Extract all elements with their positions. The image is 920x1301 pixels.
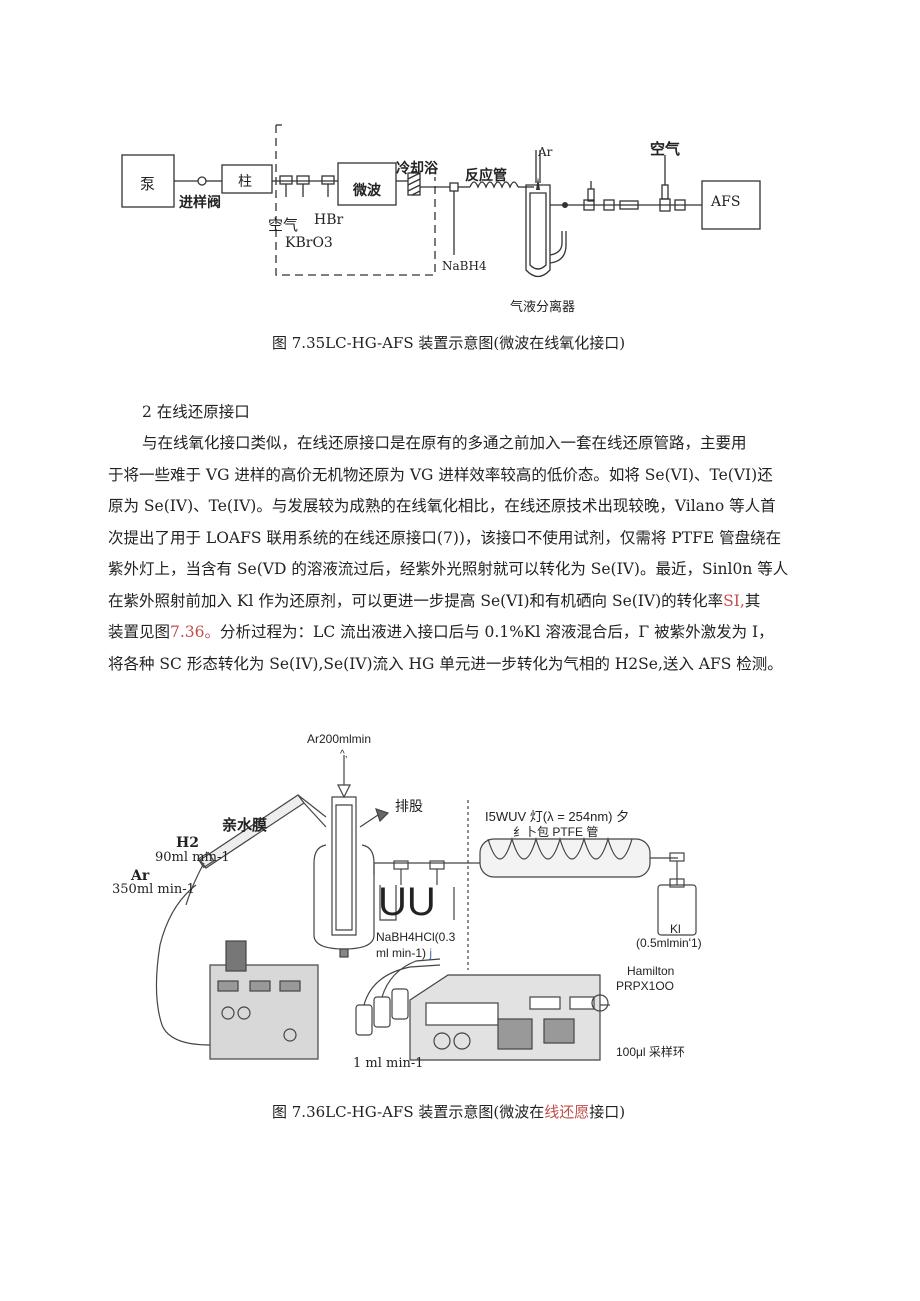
section-heading: 2 在线还原接口 <box>142 403 250 421</box>
microwave-label: 微波 <box>353 183 381 199</box>
body-line-7-pre: 装置见图 <box>108 623 171 641</box>
cooling-bath-label: 冷却浴 <box>396 161 438 177</box>
kbro3-label: KBrO3 <box>285 235 333 251</box>
nabh4-text: NaBH4 <box>442 259 487 273</box>
body-line-6-tail: 其 <box>744 591 761 610</box>
body-line-1: 与在线氧化接口类似，在线还原接口是在原有的多通之前加入一套在线还原管路，主要用 <box>142 434 747 452</box>
membrane-label: 亲水膜 <box>222 817 268 834</box>
ptfe-label: 纟卜包 PTFE 管 <box>513 825 599 839</box>
ki-bottle <box>657 884 697 936</box>
pump-label: 泵 <box>140 175 156 193</box>
figure-2-diagram <box>155 755 697 1061</box>
body-line-3: 原为 Se(IV)、Te(IV)。与发展较为成熟的在线氧化相比，在线还原技术出现… <box>108 497 776 515</box>
ar2-flow-label: 350ml min-1 <box>112 882 195 897</box>
body-line-7: 装置见图7.36。分析过程为：LC 流出液进入接口后与 0.1%Kl 溶液混合后… <box>108 617 812 649</box>
uu-label: UU <box>378 880 436 924</box>
cooling-bath-box <box>407 172 421 196</box>
body-line-7-post: 分析过程为：LC 流出液进入接口后与 0.1%Kl 溶液混合后，Γ 被紫外激发为… <box>220 623 774 641</box>
figure-1-diagram <box>121 124 761 278</box>
figure-2-caption-pre: 图 7.36LC-HG-AFS 装置示意图(微波在 <box>272 1103 545 1121</box>
figure-2-caption-post: 接口) <box>589 1103 626 1121</box>
ptfe-coil <box>487 836 633 860</box>
hbr-label: HBr <box>314 212 344 228</box>
afs-label: AFS <box>711 194 741 210</box>
gas-liquid-separator <box>525 184 551 278</box>
body-line-6-text: 在紫外照射前加入 Kl 作为还原剂，可以更进一步提高 Se(VI)和有机硒向 S… <box>108 591 724 610</box>
column-label: 柱 <box>238 174 252 190</box>
reagents-label-2-j: j <box>429 946 433 960</box>
figure-reference-link: 7.36。 <box>170 623 221 641</box>
figure-2-caption-red: 线还愿 <box>544 1103 590 1121</box>
reaction-tube-label: 反应管 <box>465 168 507 184</box>
body-line-4: 次提出了用于 LOAFS 联用系统的在线还原接口(7))，该接口不使用试剂，仅需… <box>108 528 782 547</box>
body-line-6: 在紫外照射前加入 Kl 作为还原剂，可以更进一步提高 Se(VI)和有机硒向 S… <box>108 586 812 618</box>
figure-2-caption: 图 7.36LC-HG-AFS 装置示意图(微波在线还愿接口) <box>272 1101 625 1122</box>
ar-label-2: Ar <box>131 868 150 884</box>
h2-flow-label: 90ml min-1 <box>155 850 230 865</box>
pump-flow-label: 1 ml min-1 <box>353 1056 424 1071</box>
hamilton-label-2: PRPX1OO <box>616 979 675 993</box>
reagents-label-2: ml min-1) j <box>376 946 432 960</box>
ar-flow-mark: ^, <box>340 749 348 760</box>
hamilton-label-1: Hamilton <box>627 964 675 978</box>
waste-label: 排股 <box>395 799 423 815</box>
column-box <box>221 164 273 194</box>
body-line-2: 于将一些难于 VG 进样的高价无机物还原为 VG 进样效率较高的低价态。如将 S… <box>108 465 773 484</box>
nabh4-label: NaBH4 <box>442 259 487 273</box>
figure-1-caption: 图 7.35LC-HG-AFS 装置示意图(微波在线氧化接口) <box>272 334 626 352</box>
power-supply <box>209 964 319 1060</box>
injector-label: 进样阀 <box>179 195 221 211</box>
microwave-interface-dashed-box <box>275 125 436 276</box>
ar-label: Ar <box>538 145 553 159</box>
ki-label: Kl <box>670 922 681 936</box>
separator-column <box>331 796 357 936</box>
h2-label: H2 <box>176 835 199 851</box>
body-line-8: 将各种 SC 形态转化为 Se(IV),Se(IV)流入 HG 单元进一步转化为… <box>108 654 783 673</box>
afs-box <box>701 180 761 230</box>
reagents-label-2-text: ml min-1) <box>376 946 426 960</box>
reagents-label-1: NaBH4HCl(0.3 <box>376 930 456 944</box>
sample-loop-label: 100μl 采样环 <box>616 1045 685 1059</box>
body-line-5: 紫外灯上，当含有 Se(VD 的溶液流过后，经紫外光照射就可以转化为 Se(IV… <box>108 560 789 578</box>
microwave-box <box>337 162 397 206</box>
reference-si: SI, <box>723 591 745 610</box>
ki-flow-label: (0.5mlmin'1) <box>636 936 702 950</box>
uv-lamp-label: I5WUV 灯(λ = 254nm) 夕 <box>485 809 630 824</box>
uv-lamp <box>479 838 651 878</box>
air-label: 空气 <box>268 216 299 234</box>
injector-valve-icon <box>197 176 207 186</box>
reaction-coil <box>469 181 519 189</box>
ar-flow-label: Ar200mlmin <box>307 732 372 746</box>
gas-liquid-separator-label: 气液分离器 <box>510 299 576 314</box>
air2-label: 空气 <box>650 140 681 158</box>
section-body: 与在线氧化接口类似，在线还原接口是在原有的多通之前加入一套在线还原管路，主要用 … <box>108 428 812 680</box>
